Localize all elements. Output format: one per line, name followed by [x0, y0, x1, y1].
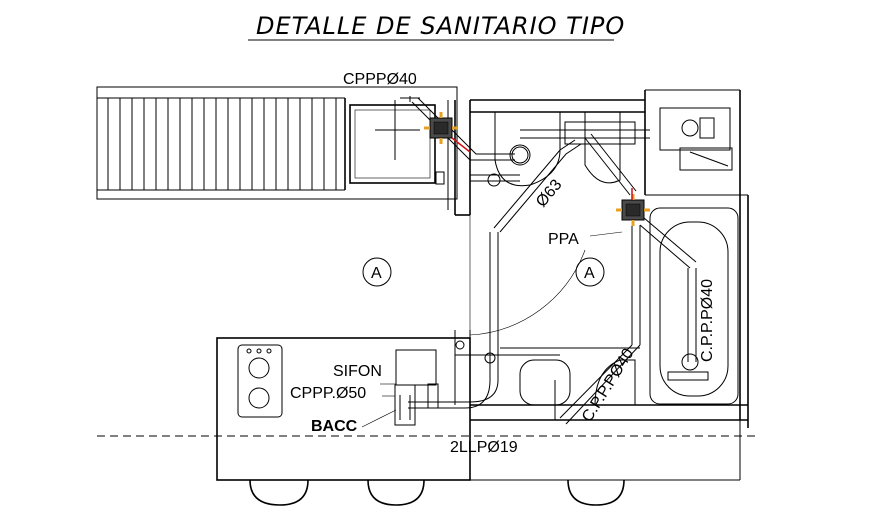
pipe-network	[394, 96, 709, 426]
label-bacc: BACC	[311, 418, 358, 435]
register-box-ppa	[616, 188, 650, 226]
room-a-right-label: A	[584, 265, 595, 282]
room-marker-a-right: A	[575, 257, 605, 287]
kitchen-counter	[216, 337, 741, 481]
room-marker-a-left: A	[362, 257, 392, 287]
label-cpp-40-diagonal: C.P.P.PØ40	[579, 346, 637, 426]
label-cpp-40-vertical: C.P.P.PØ40	[699, 279, 716, 362]
label-cppp-40: CPPPØ40	[343, 71, 417, 88]
bacc-leader	[361, 409, 397, 428]
label-sifon: SIFON	[333, 363, 382, 380]
label-cppp-50: CPPP.Ø50	[290, 385, 366, 402]
ppa-leader	[589, 231, 623, 237]
stair-block	[96, 86, 458, 200]
lower-fixtures	[500, 347, 640, 420]
label-ppa: PPA	[548, 231, 579, 248]
shaft-box	[349, 100, 445, 185]
bottom-furniture	[249, 479, 625, 506]
register-box-top	[424, 112, 471, 153]
bathtub	[649, 207, 739, 405]
bathroom-walls	[454, 89, 749, 428]
label-llp-19: 2LLPØ19	[450, 439, 518, 456]
room-a-left-label: A	[371, 265, 382, 282]
drawing-title: DETALLE DE SANITARIO TIPO	[256, 12, 625, 40]
